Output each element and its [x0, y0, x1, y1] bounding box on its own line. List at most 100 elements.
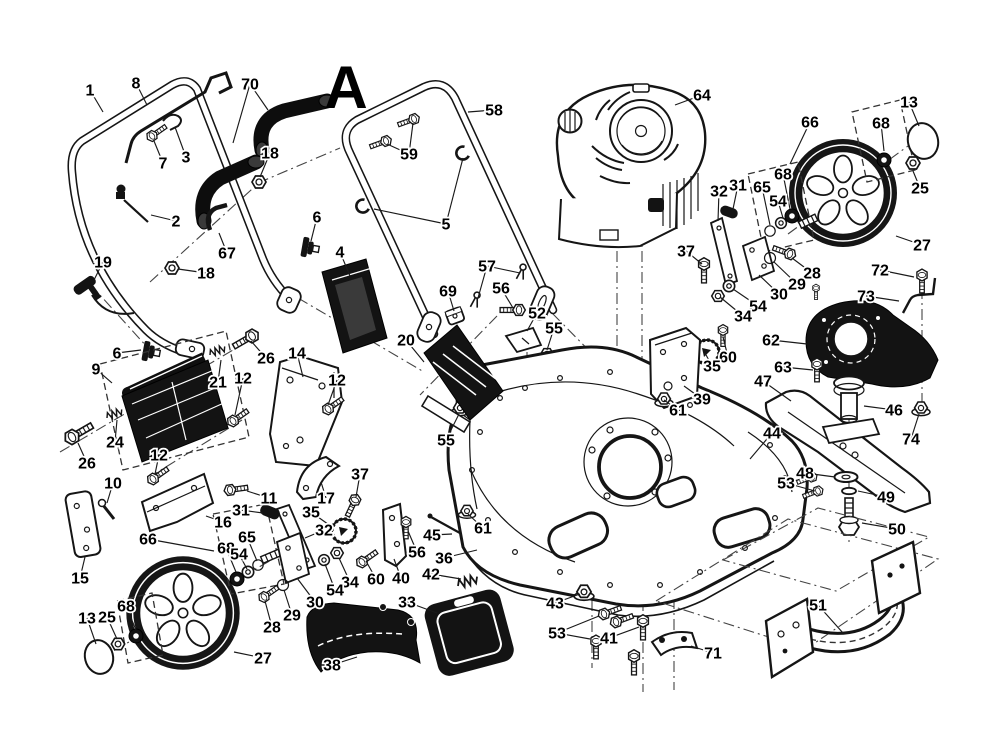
leader-line-6-11 [310, 216, 318, 242]
callout-12: 12 [150, 448, 168, 465]
leader-line-16-68 [205, 515, 224, 523]
handle-nut-18b [164, 261, 180, 275]
callout-2: 2 [172, 214, 181, 231]
callout-29: 29 [283, 608, 301, 625]
leader-line-68-74 [225, 547, 237, 573]
callout-32: 32 [315, 523, 333, 540]
hubcap-13r [906, 122, 940, 160]
callout-30: 30 [770, 287, 788, 304]
height-adjuster-left [256, 502, 537, 605]
leader-line-31-69 [240, 509, 264, 514]
callout-39: 39 [693, 392, 711, 409]
leader-line-58-3 [467, 109, 495, 113]
callout-46: 46 [885, 403, 903, 420]
leader-line-1-0 [89, 89, 104, 113]
callout-65: 65 [238, 530, 256, 547]
callout-64: 64 [693, 88, 711, 105]
leader-line-40-83 [393, 558, 402, 579]
mower-deck [446, 345, 809, 618]
callout-68: 68 [117, 599, 135, 616]
leader-line-25-92 [106, 616, 118, 640]
callout-37: 37 [351, 467, 369, 484]
leader-line-32-30 [717, 190, 720, 222]
callout-4: 4 [336, 245, 345, 262]
handle-bolt-59a [367, 133, 394, 152]
callout-70: 70 [241, 77, 259, 94]
cotter-pin-57a [515, 262, 528, 282]
callout-25: 25 [98, 610, 116, 627]
leader-line-27-93 [233, 651, 264, 659]
callout-66: 66 [139, 532, 157, 549]
callout-37: 37 [677, 244, 695, 261]
callout-54: 54 [230, 547, 248, 564]
leader-line-13-91 [86, 617, 97, 645]
front-baffle-38 [306, 602, 421, 673]
callout-56: 56 [492, 281, 510, 298]
deck-opening-right [712, 507, 772, 549]
leader-line-55-23 [546, 327, 555, 351]
nut-74 [911, 401, 931, 417]
leader-line-37-67 [355, 473, 361, 498]
callout-35: 35 [302, 505, 320, 522]
rear-baffle-20 [420, 324, 504, 434]
leader-line-68-33 [782, 173, 791, 210]
bolt-41b [627, 648, 641, 676]
leader-line-53-97 [556, 632, 591, 640]
callout-44: 44 [763, 426, 781, 443]
callout-20: 20 [397, 333, 415, 350]
bolt-11 [222, 481, 250, 497]
leader-line-54-39 [732, 288, 759, 307]
callout-6: 6 [113, 346, 122, 363]
spark-plug-boss [632, 83, 650, 93]
callout-73: 73 [857, 289, 875, 306]
leader-line-30-38 [758, 274, 780, 295]
leader-line-53-55 [785, 482, 816, 492]
callout-34: 34 [341, 575, 359, 592]
leader-line-65-32 [761, 186, 771, 226]
leader-line-72-41 [879, 269, 915, 278]
rear-wheel-left [83, 503, 285, 675]
leader-line-39-47 [683, 385, 703, 400]
callout-74: 74 [902, 432, 920, 449]
bearing-68l2 [128, 628, 144, 644]
leader-line-2-8 [150, 214, 177, 222]
callout-30: 30 [306, 595, 324, 612]
leader-line-51-100 [817, 604, 844, 634]
nut-34b [329, 546, 345, 560]
callout-52: 52 [528, 306, 546, 323]
handle-end-tabs [174, 286, 302, 360]
leader-line-19-13 [93, 261, 104, 281]
cable-tie [162, 113, 182, 131]
bracket-40 [381, 502, 408, 568]
leader-line-31-31 [732, 184, 739, 210]
leader-line-38-95 [331, 656, 358, 666]
axle-nut-25r [905, 156, 921, 170]
handle-mount-brackets [64, 354, 363, 558]
callout-5: 5 [442, 217, 451, 234]
callout-8: 8 [132, 76, 141, 93]
leader-line-41-98 [608, 626, 640, 639]
washer-54l [241, 565, 255, 579]
callout-51: 51 [809, 598, 827, 615]
spring-42 [455, 572, 480, 590]
callout-31: 31 [232, 503, 250, 520]
callout-45: 45 [423, 528, 441, 545]
leader-line-29-37 [773, 261, 798, 285]
callout-34: 34 [734, 309, 752, 326]
cable-adjuster [116, 184, 149, 223]
callout-61: 61 [474, 521, 492, 538]
leader-line-34-77 [338, 557, 351, 583]
callout-47: 47 [754, 374, 772, 391]
leader-line-53-55 [785, 476, 810, 484]
leader-line-59-7 [386, 143, 410, 155]
leader-line-43-96 [554, 593, 581, 604]
leader-line-3-5 [174, 126, 187, 158]
leader-line-61-48 [663, 399, 679, 411]
callout-68: 68 [217, 541, 235, 558]
leader-line-26-62 [77, 442, 88, 464]
callout-24: 24 [106, 435, 124, 452]
leader-line-67-9 [218, 232, 228, 254]
leader-line-7-4 [153, 140, 164, 164]
axle-nut-25l [110, 637, 126, 651]
